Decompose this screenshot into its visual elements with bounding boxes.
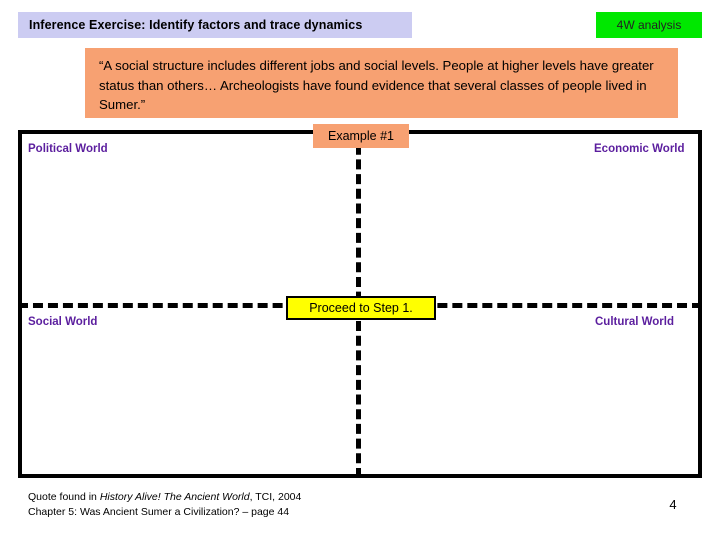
quote-text: “A social structure includes different j… [99,58,654,112]
example-tag-label: Example #1 [327,129,394,143]
quadrant-label-economic-world: Economic World [594,143,685,155]
page-number: 4 [669,497,677,512]
example-tag: Example #1 [313,124,409,148]
quote-box: “A social structure includes different j… [85,48,678,118]
quadrant-label-social-world: Social World [28,316,98,328]
citation-line-1: Quote found in History Alive! The Ancien… [28,490,301,505]
citation-line-2: Chapter 5: Was Ancient Sumer a Civilizat… [28,506,290,518]
citation-suffix: , TCI, 2004 [249,491,302,503]
quadrant-label-political-world: Political World [28,143,108,155]
proceed-button-label: Proceed to Step 1. [309,301,413,315]
analysis-badge: 4W analysis [596,12,702,38]
slide-title-bar: Inference Exercise: Identify factors and… [18,12,412,38]
citation-prefix: Quote found in [28,491,100,503]
proceed-to-step-1-button[interactable]: Proceed to Step 1. [286,296,436,320]
analysis-badge-label: 4W analysis [616,18,682,32]
quadrant-label-cultural-world: Cultural World [595,316,675,328]
citation-book-title: History Alive! The Ancient World [99,491,250,503]
footer-citation: Quote found in History Alive! The Ancien… [28,490,301,520]
page-title: Inference Exercise: Identify factors and… [29,18,363,32]
